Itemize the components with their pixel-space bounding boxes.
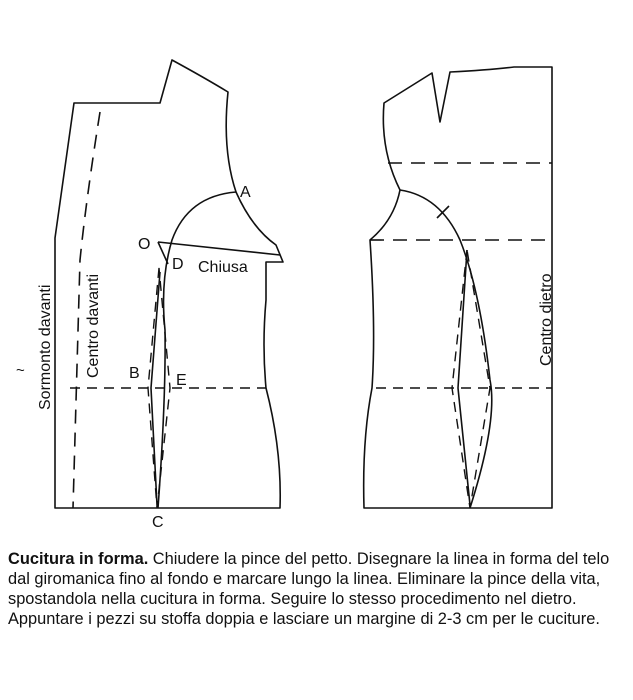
front-waist-dart-solid: [150, 271, 161, 506]
point-d-label: D: [172, 256, 184, 273]
chiusa-line: [157, 241, 281, 256]
point-b-label: B: [129, 365, 140, 382]
pattern-diagram: Sormonto davanti Centro davanti A O D Ch…: [16, 59, 555, 530]
chiusa-label: Chiusa: [198, 259, 248, 276]
back-centro-label: Centro dietro: [538, 273, 555, 366]
front-waist-dart: [147, 267, 171, 509]
front-centro-label: Centro davanti: [85, 274, 102, 378]
front-side-seam-line: [157, 191, 237, 509]
caption-body: Chiudere la pince del petto. Disegnare l…: [8, 550, 610, 628]
back-armhole-notch: [436, 205, 450, 219]
back-outline: [362, 66, 553, 509]
point-a-label: A: [240, 184, 251, 201]
point-c-label: C: [152, 514, 164, 530]
point-o-label: O: [138, 236, 150, 253]
back-waist-dart-solid: [457, 249, 471, 506]
tick-mark: ~: [16, 362, 25, 379]
point-e-label: E: [176, 372, 187, 389]
front-outline: [54, 59, 284, 509]
front-center-dashed-line: [72, 111, 101, 509]
caption-title: Cucitura in forma.: [8, 550, 149, 568]
chiusa-dart-stub: [157, 241, 169, 265]
back-side-seam-line: [399, 189, 493, 509]
caption-text: Cucitura in forma. Chiudere la pince del…: [8, 549, 618, 629]
front-sormonto-label: Sormonto davanti: [37, 285, 54, 410]
back-waist-dart: [451, 249, 491, 509]
front-pattern-piece: [54, 59, 284, 509]
back-pattern-piece: [362, 66, 553, 509]
